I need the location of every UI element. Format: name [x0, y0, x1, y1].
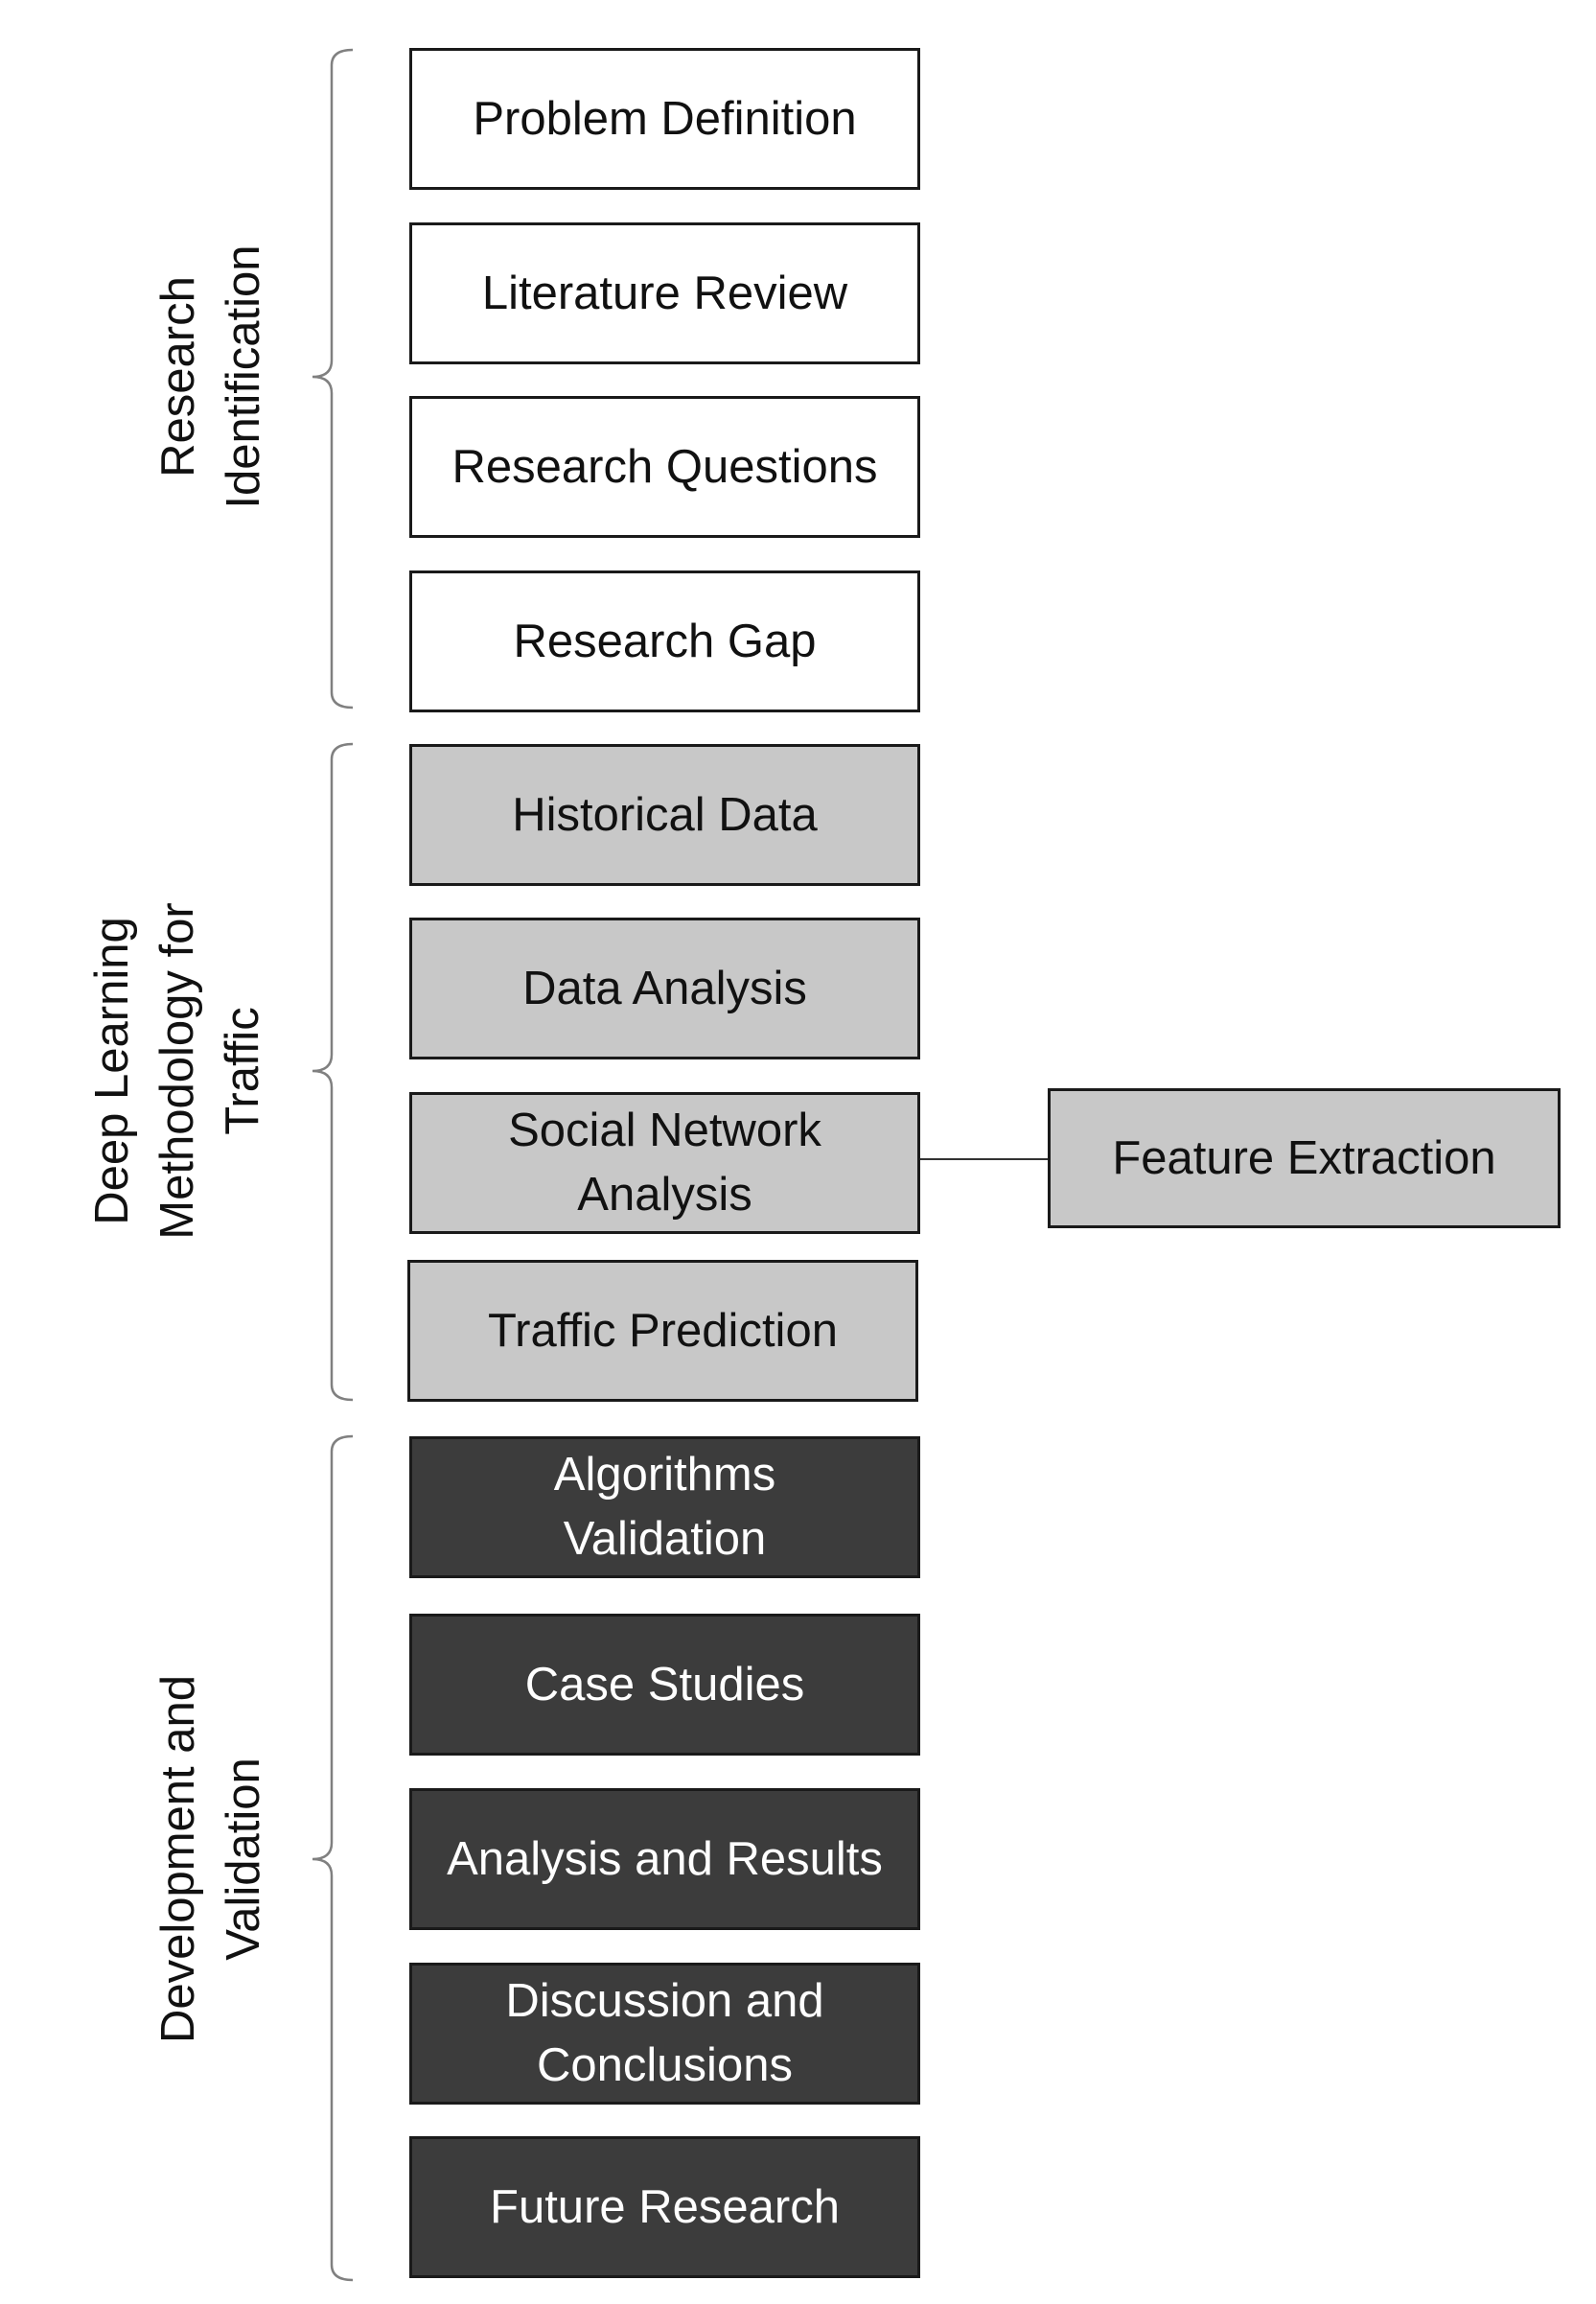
step-discussion-and-conclusions: Discussion and Conclusions	[409, 1963, 920, 2105]
step-analysis-and-results: Analysis and Results	[409, 1788, 920, 1930]
group-label-deep-learning-methodology: Deep Learning Methodology for Traffic	[86, 902, 268, 1240]
bracket-development-validation	[312, 1434, 354, 2282]
step-social-network-analysis: Social Network Analysis	[409, 1092, 920, 1234]
bracket-deep-learning-methodology	[312, 742, 354, 1402]
step-research-questions: Research Questions	[409, 396, 920, 538]
step-literature-review: Literature Review	[409, 222, 920, 364]
bracket-research-identification	[312, 48, 354, 710]
step-case-studies: Case Studies	[409, 1614, 920, 1756]
step-traffic-prediction: Traffic Prediction	[407, 1260, 918, 1402]
step-research-gap: Research Gap	[409, 570, 920, 712]
step-feature-extraction: Feature Extraction	[1048, 1088, 1561, 1228]
step-problem-definition: Problem Definition	[409, 48, 920, 190]
step-algorithms-validation: Algorithms Validation	[409, 1436, 920, 1578]
step-future-research: Future Research	[409, 2136, 920, 2278]
step-historical-data: Historical Data	[409, 744, 920, 886]
group-label-development-validation: Development and Validation	[152, 1674, 269, 2044]
step-data-analysis: Data Analysis	[409, 918, 920, 1059]
